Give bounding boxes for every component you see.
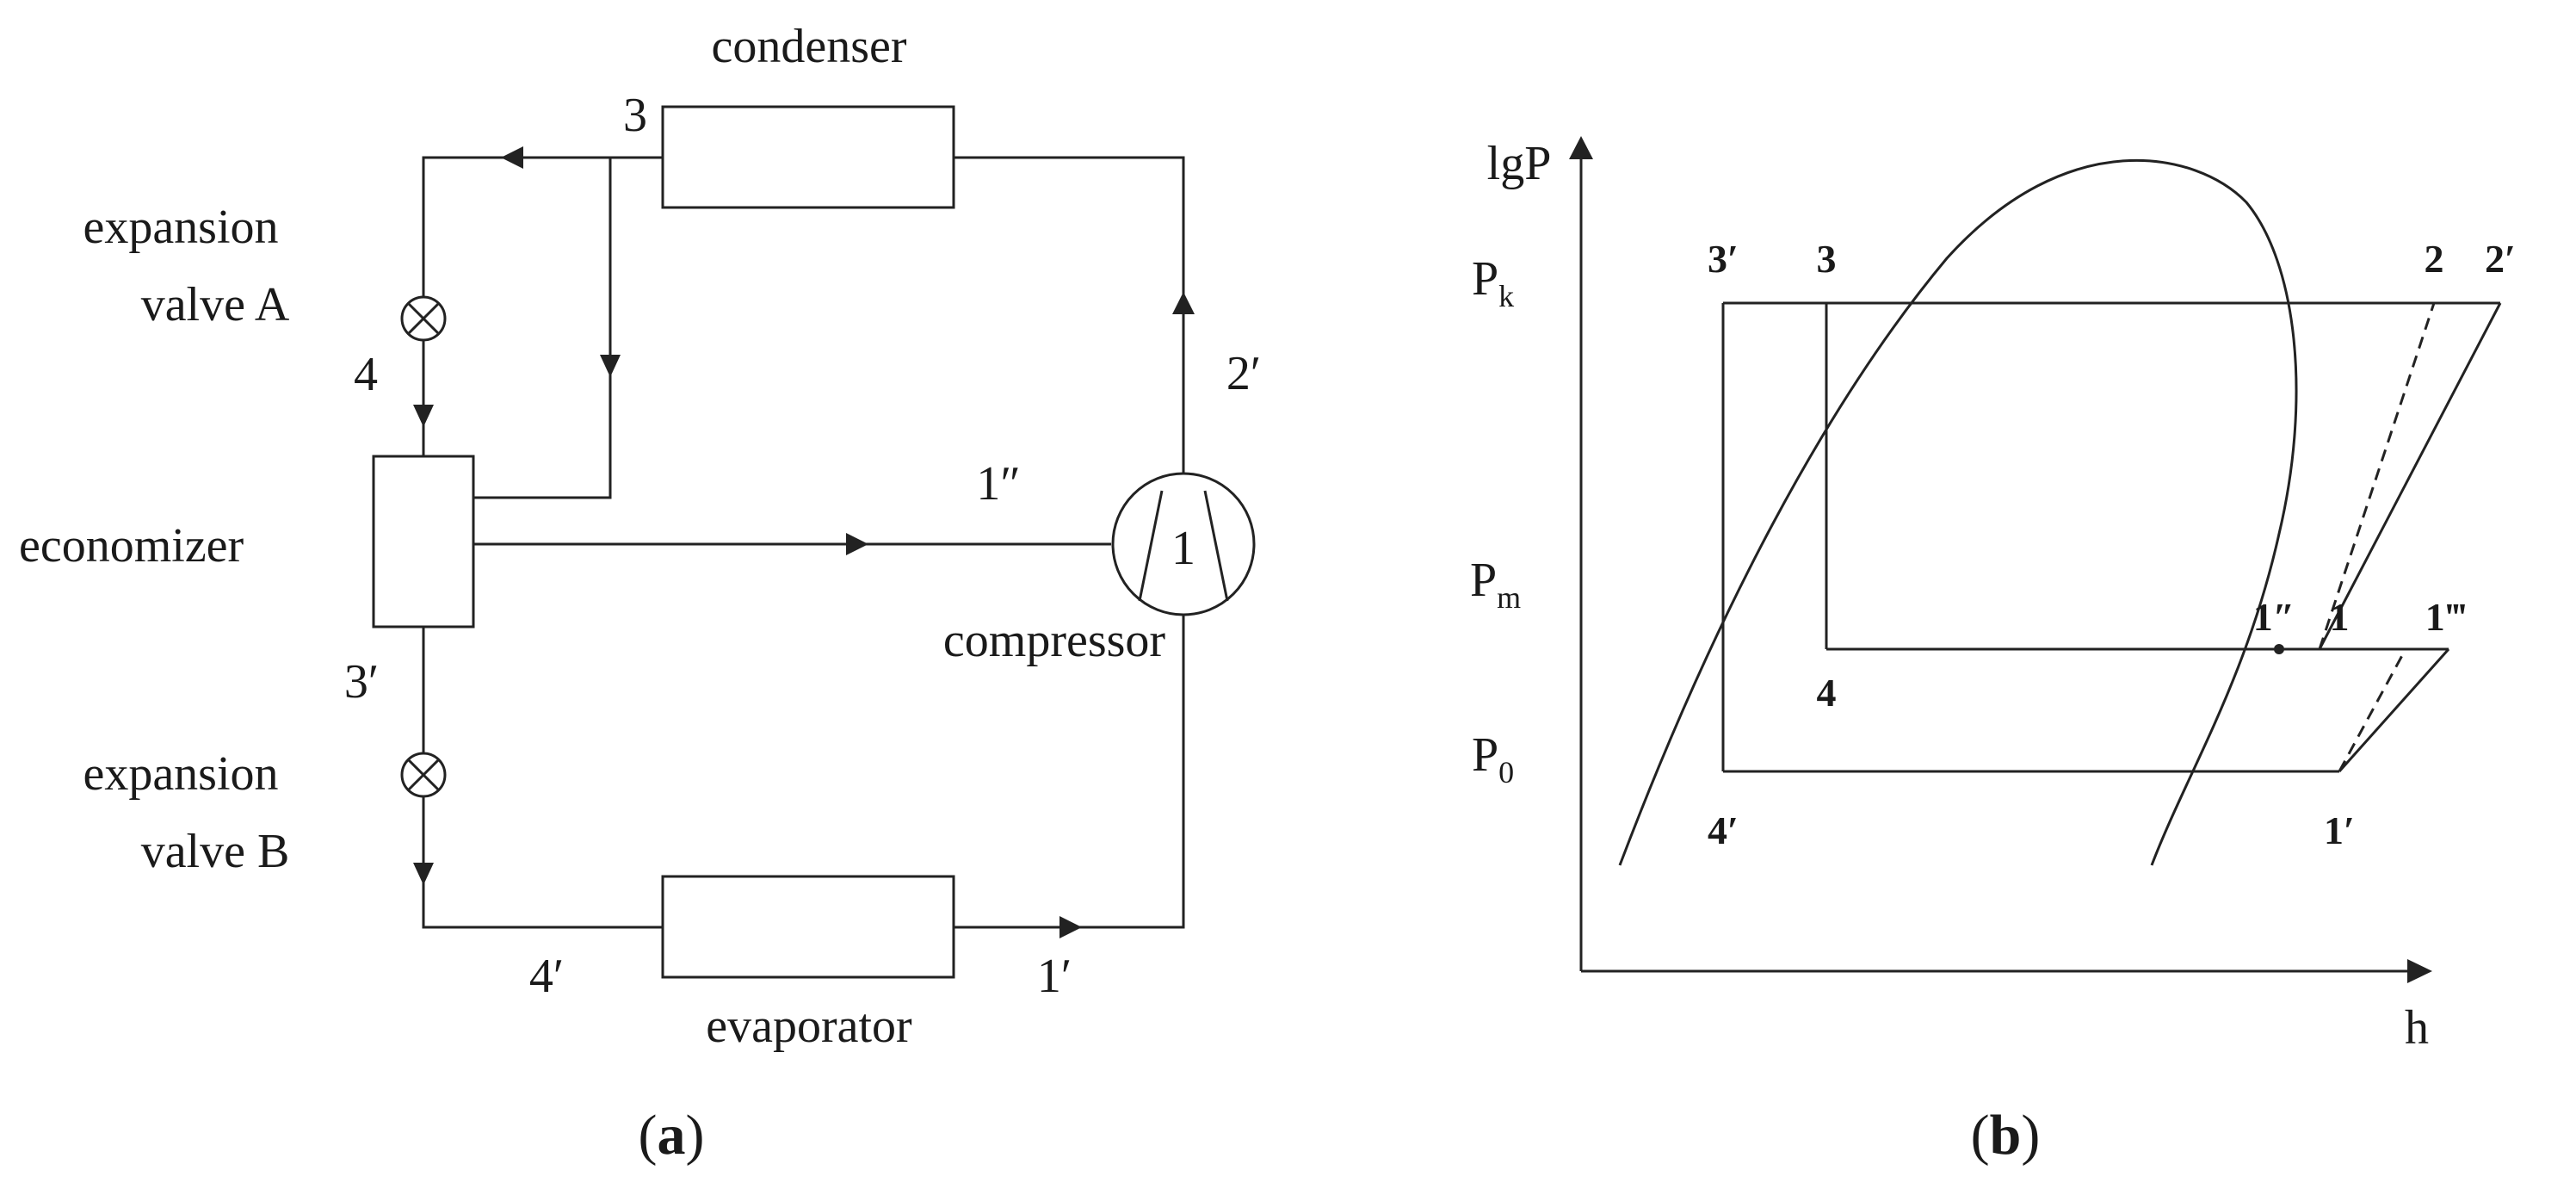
isentropic-dashed-1-to-2 xyxy=(2318,302,2436,650)
expansion-valve-b-label-1: expansion xyxy=(83,747,278,801)
evaporator-label: evaporator xyxy=(706,1000,912,1053)
state-point-4: 4 xyxy=(354,348,378,401)
state-point-1-prime: 1′ xyxy=(1037,950,1072,1003)
state-point-1: 1 xyxy=(1171,522,1195,575)
state-marker-1-double-prime xyxy=(2274,644,2284,654)
x-axis-label: h xyxy=(2405,1001,2429,1055)
saturation-dome xyxy=(1618,158,2298,866)
compressor-label: compressor xyxy=(943,614,1166,667)
expansion-valve-a-label-2: valve A xyxy=(141,278,290,331)
state-point-3: 3 xyxy=(623,89,647,142)
pipe-branch-to-economizer xyxy=(473,158,612,499)
condenser-label: condenser xyxy=(711,20,906,73)
pipe-evaporator-to-compressor xyxy=(954,594,1185,929)
caption-b: (b) xyxy=(1971,1104,2041,1167)
state-point-1-triple-prime: 1‴ xyxy=(2425,595,2467,639)
state-point-1-double-prime: 1″ xyxy=(2253,595,2295,639)
expansion-valve-b-label-2: valve B xyxy=(141,825,290,878)
compression-line-1-to-2prime xyxy=(2318,302,2502,650)
state-point-3-prime: 3′ xyxy=(1708,237,1739,281)
flow-arrow-down-valve-a xyxy=(413,405,434,427)
panel-b-ph-diagram: lgP h Pk Pm P0 3′ 3 2 2′ 1″ 1 1‴ 4 4′ 1′… xyxy=(1470,136,2516,1167)
flow-arrow-down-branch xyxy=(600,355,621,377)
state-point-4-prime: 4′ xyxy=(529,950,564,1003)
pipe-valve-b-to-evaporator xyxy=(422,796,663,929)
economizer-box xyxy=(372,455,475,628)
flow-arrow-right-economizer xyxy=(846,533,868,555)
flow-arrow-up-compressor xyxy=(1172,292,1195,314)
x-axis-arrowhead xyxy=(2407,959,2432,983)
flow-arrow-down-valve-b xyxy=(413,863,434,885)
state-point-2: 2 xyxy=(2425,237,2444,281)
pressure-pm-label: Pm xyxy=(1470,554,1521,615)
compressor-icon xyxy=(1111,472,1256,616)
flow-arrow-left xyxy=(501,146,523,169)
state-point-2-prime: 2′ xyxy=(2485,237,2516,281)
state-point-4-prime: 4′ xyxy=(1708,808,1739,852)
y-axis-arrowhead xyxy=(1569,136,1593,159)
condenser-box xyxy=(661,105,955,209)
state-point-1: 1 xyxy=(2330,595,2350,639)
flow-arrow-right-evaporator xyxy=(1059,916,1082,938)
pipe-compressor-to-condenser xyxy=(954,156,1185,494)
caption-a: (a) xyxy=(639,1104,705,1167)
y-axis-label: lgP xyxy=(1487,137,1552,190)
panel-a-schematic: condenser evaporator economizer compress… xyxy=(19,20,1261,1167)
expansion-valve-b-icon xyxy=(400,752,447,798)
pressure-p0-label: P0 xyxy=(1472,728,1514,789)
pipe-condenser-to-valve-a xyxy=(422,156,663,297)
state-point-2-prime: 2′ xyxy=(1226,347,1261,400)
isentropic-dashed-1prime-to-1 xyxy=(2338,648,2407,772)
state-point-3: 3 xyxy=(1817,237,1837,281)
compression-line-1prime-to-1triple xyxy=(2338,648,2450,772)
state-point-4: 4 xyxy=(1817,671,1837,715)
state-point-1-double-prime: 1″ xyxy=(976,457,1020,511)
state-point-3-prime: 3′ xyxy=(344,655,379,709)
pressure-pk-label: Pk xyxy=(1472,252,1514,313)
expansion-valve-a-icon xyxy=(400,295,447,342)
evaporator-box xyxy=(661,875,955,979)
economizer-label: economizer xyxy=(19,519,244,573)
expansion-valve-a-label-1: expansion xyxy=(83,201,278,254)
state-point-1-prime: 1′ xyxy=(2324,808,2355,852)
